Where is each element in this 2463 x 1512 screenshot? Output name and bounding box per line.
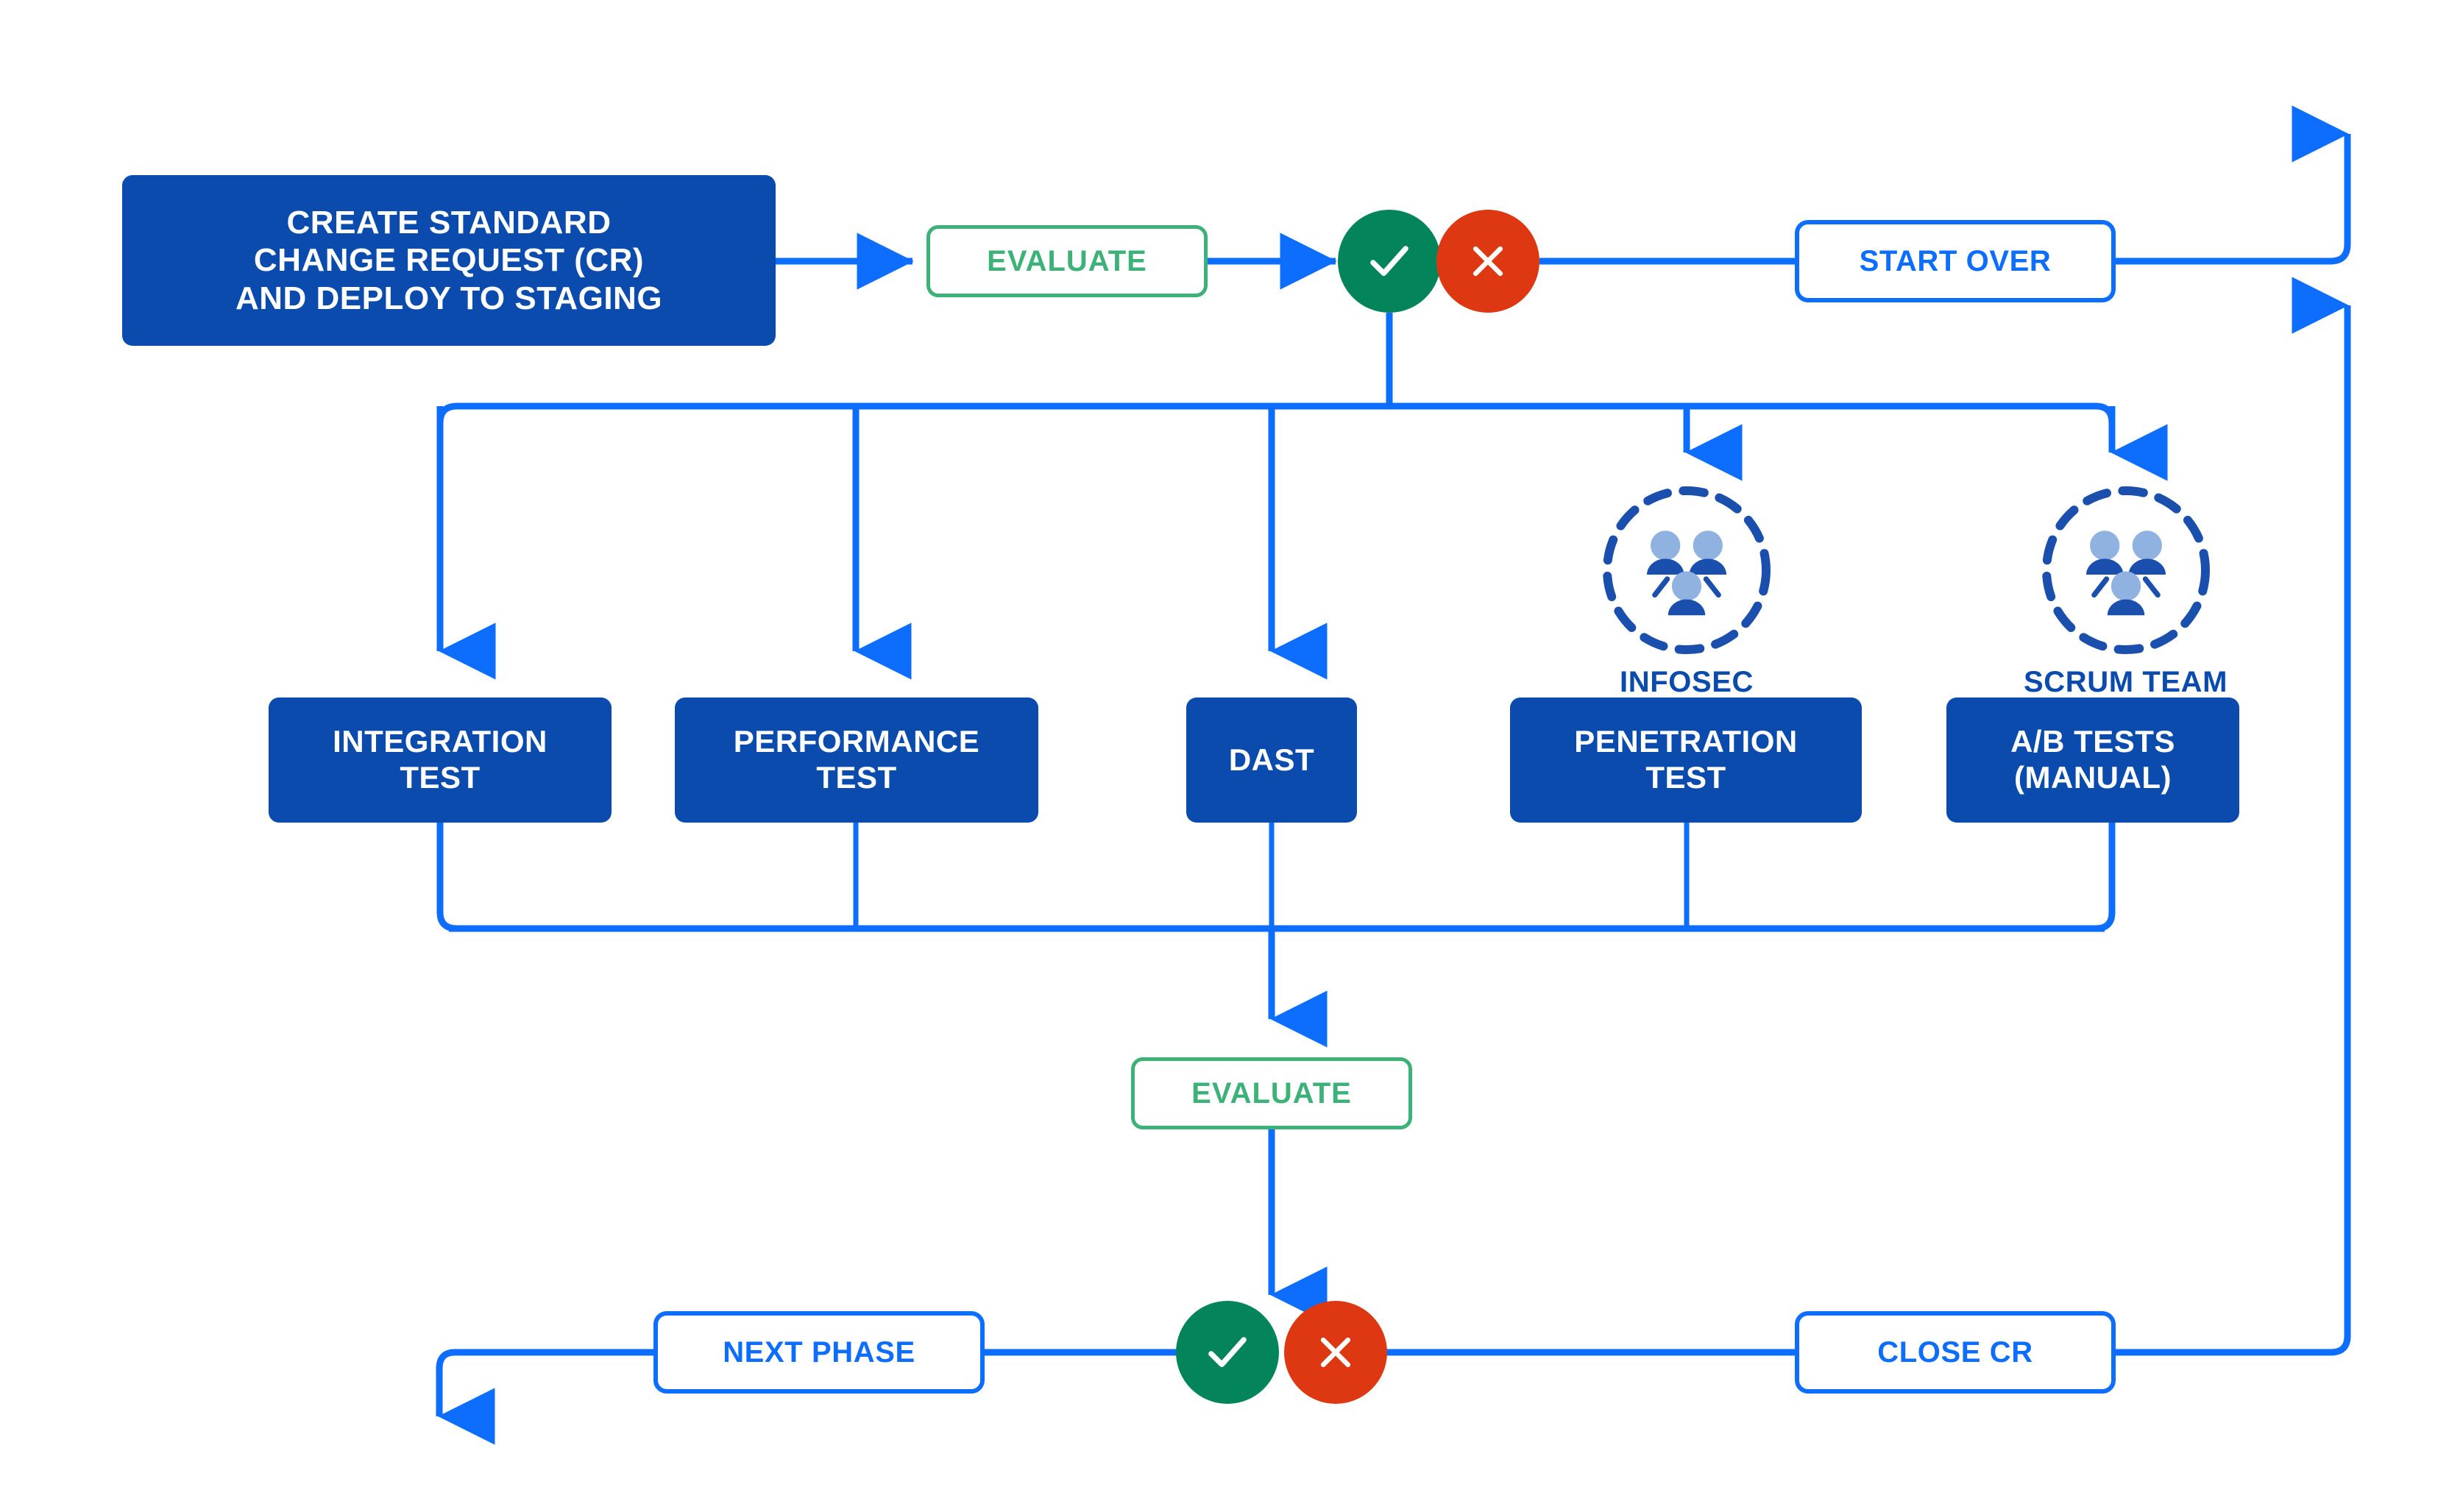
- penetration-test-line-1: PENETRATION: [1574, 724, 1798, 759]
- team-group-icon: [2041, 486, 2210, 654]
- evaluate-box-top[interactable]: EVALUATE: [926, 225, 1208, 297]
- close-cr-label: CLOSE CR: [1877, 1335, 2033, 1369]
- ab-tests-line-1: A/B TESTS: [2010, 724, 2175, 759]
- penetration-test-line-2: TEST: [1645, 760, 1726, 795]
- performance-test-box[interactable]: PERFORMANCE TEST: [675, 698, 1038, 823]
- evaluate-top-label: EVALUATE: [987, 244, 1147, 277]
- dast-line-1: DAST: [1228, 742, 1315, 777]
- next-phase-label: NEXT PHASE: [723, 1335, 915, 1369]
- team-group-icon: [1603, 486, 1771, 654]
- team-label-scrum: SCRUM TEAM: [2024, 666, 2228, 698]
- ab-tests-line-2: (MANUAL): [2014, 760, 2172, 795]
- integration-test-line-1: INTEGRATION: [333, 724, 547, 759]
- x-circle-icon-top[interactable]: [1436, 210, 1539, 313]
- check-glyph: [1370, 246, 1408, 277]
- team-label-infosec: INFOSEC: [1620, 666, 1754, 698]
- cross-glyph: [1320, 1337, 1351, 1368]
- evaluate-bottom-label: EVALUATE: [1191, 1076, 1352, 1110]
- dast-box[interactable]: DAST: [1186, 698, 1357, 823]
- x-circle-icon-bottom[interactable]: [1284, 1301, 1387, 1404]
- team-marker-scrum[interactable]: SCRUM TEAM: [2024, 482, 2228, 699]
- performance-test-line-1: PERFORMANCE: [733, 724, 980, 759]
- start-over-button[interactable]: START OVER: [1795, 220, 2116, 302]
- create-cr-line-2: CHANGE REQUEST (CR): [253, 242, 645, 279]
- create-cr-line-1: CREATE STANDARD: [286, 205, 612, 241]
- create-change-request-box[interactable]: CREATE STANDARD CHANGE REQUEST (CR) AND …: [122, 175, 776, 346]
- close-cr-button[interactable]: CLOSE CR: [1795, 1311, 2116, 1394]
- start-over-label: START OVER: [1859, 244, 2052, 277]
- ab-tests-box[interactable]: A/B TESTS (MANUAL): [1946, 698, 2239, 823]
- check-glyph: [1208, 1337, 1247, 1368]
- cross-glyph: [1473, 246, 1503, 277]
- penetration-test-box[interactable]: PENETRATION TEST: [1510, 698, 1862, 823]
- integration-test-line-2: TEST: [400, 760, 481, 795]
- next-phase-button[interactable]: NEXT PHASE: [653, 1311, 985, 1394]
- evaluate-box-bottom[interactable]: EVALUATE: [1131, 1057, 1412, 1129]
- team-marker-infosec[interactable]: INFOSEC: [1598, 482, 1775, 699]
- performance-test-line-2: TEST: [816, 760, 897, 795]
- check-circle-icon-bottom[interactable]: [1176, 1301, 1279, 1404]
- create-cr-line-3: AND DEPLOY TO STAGING: [235, 280, 663, 316]
- integration-test-box[interactable]: INTEGRATION TEST: [269, 698, 612, 823]
- check-circle-icon-top[interactable]: [1338, 210, 1441, 313]
